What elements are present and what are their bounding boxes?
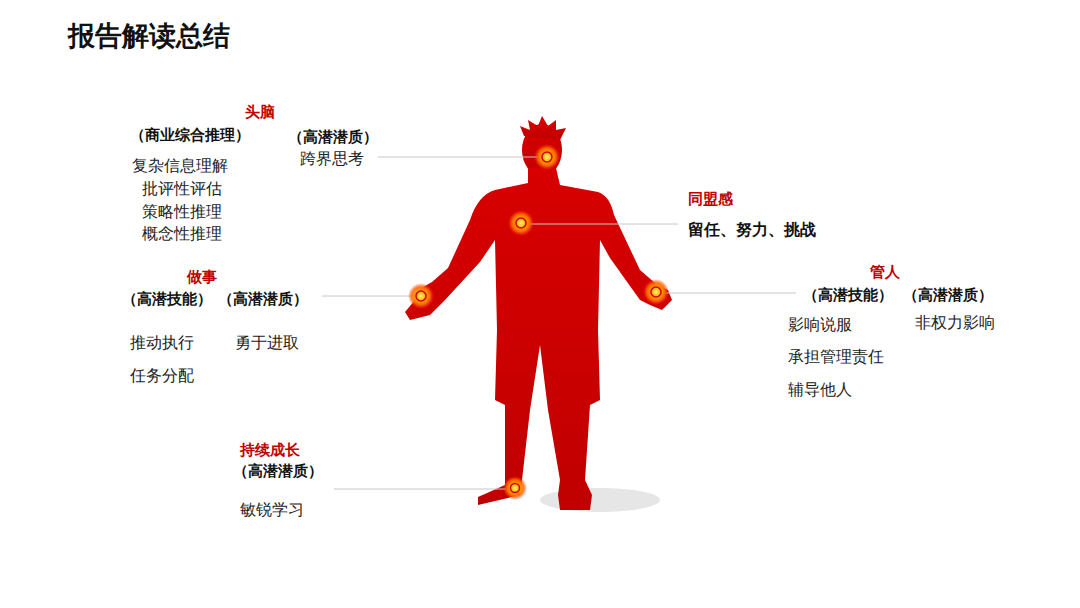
trait-item: 概念性推理	[142, 224, 222, 243]
trait-item: 跨界思考	[300, 149, 364, 168]
trait-item: 辅导他人	[788, 380, 852, 399]
group-subheading: （高潜潜质）	[233, 462, 323, 480]
page-title: 报告解读总结	[68, 20, 230, 52]
group-subheading: （高潜技能）	[122, 290, 212, 308]
group-subheading: （高潜潜质）	[218, 290, 308, 308]
trait-item: 承担管理责任	[788, 347, 884, 366]
group-subheading: （高潜潜质）	[288, 128, 378, 146]
trait-item: 复杂信息理解	[132, 156, 228, 175]
trait-item: 敏锐学习	[240, 500, 304, 519]
category-heading: 持续成长	[240, 441, 300, 459]
group-subheading: （高潜潜质）	[903, 286, 993, 304]
category-heading: 同盟感	[688, 190, 733, 208]
trait-item: 影响说服	[788, 315, 852, 334]
category-heading: 头脑	[245, 103, 275, 121]
group-subheading: （高潜技能）	[803, 286, 893, 304]
trait-item: 勇于进取	[235, 333, 299, 352]
group-subheading: （商业综合推理）	[130, 126, 250, 144]
trait-item: 留任、努力、挑战	[688, 220, 816, 239]
trait-item: 推动执行	[130, 333, 194, 352]
category-heading: 做事	[187, 268, 217, 286]
leader-lines	[322, 157, 796, 489]
trait-item: 任务分配	[130, 366, 194, 385]
trait-item: 策略性推理	[142, 202, 222, 221]
man-silhouette	[405, 116, 672, 510]
trait-item: 批评性评估	[142, 179, 222, 198]
trait-item: 非权力影响	[915, 313, 995, 332]
floor-shadow	[540, 488, 660, 512]
category-heading: 管人	[870, 263, 900, 281]
glow-dots	[408, 144, 669, 500]
